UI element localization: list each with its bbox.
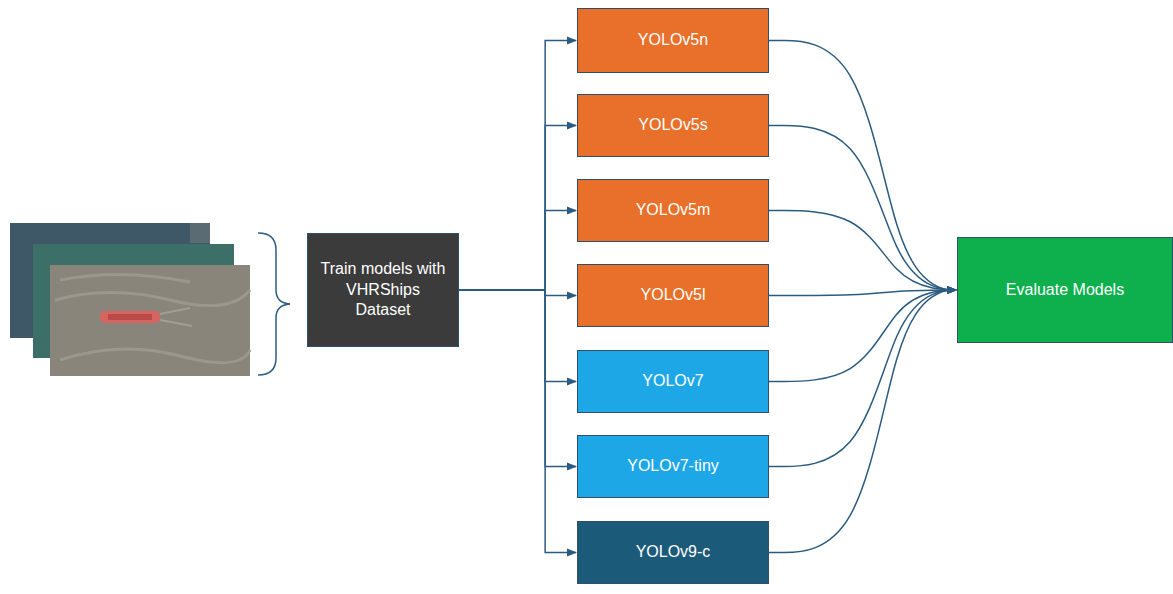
model-box: YOLOv5n (577, 8, 769, 73)
satellite-image (50, 265, 250, 376)
connector-arrow (459, 290, 576, 296)
ship-wake (160, 308, 192, 326)
model-box: YOLOv5l (577, 264, 769, 327)
connector-arrow (459, 211, 576, 291)
connector-arrow (769, 290, 956, 296)
model-box: YOLOv5m (577, 179, 769, 242)
ship-symbol (108, 314, 152, 320)
box-label: Evaluate Models (1006, 280, 1124, 301)
ship-symbol (100, 311, 160, 323)
connector-arrow (459, 290, 576, 467)
model-box: YOLOv7-tiny (577, 435, 769, 498)
connector-arrow (769, 290, 956, 467)
box-label: YOLOv5m (636, 200, 711, 221)
connector-arrow (769, 290, 956, 553)
connector-arrow (769, 211, 956, 291)
satellite-image (190, 223, 210, 243)
water-ripple (55, 274, 250, 362)
box-label: YOLOv5l (641, 285, 706, 306)
connector-arrow (769, 290, 956, 382)
connector-arrow (459, 41, 576, 291)
connector-arrow (769, 41, 956, 291)
model-box: YOLOv5s (577, 94, 769, 157)
model-box: YOLOv7 (577, 350, 769, 413)
box-label: Train models with VHRShips Dataset (318, 259, 448, 321)
box-label: YOLOv7 (642, 371, 703, 392)
box-label: YOLOv9-c (636, 542, 711, 563)
model-box: YOLOv9-c (577, 521, 769, 584)
connector-arrow (459, 290, 576, 382)
box-label: YOLOv5n (638, 30, 708, 51)
process-box: Train models with VHRShips Dataset (307, 233, 459, 347)
result-box: Evaluate Models (957, 237, 1173, 343)
connector-arrow (459, 290, 576, 553)
connector-arrow (459, 126, 576, 291)
connector-arrow (769, 126, 956, 291)
box-label: YOLOv5s (638, 115, 707, 136)
box-label: YOLOv7-tiny (627, 456, 719, 477)
bracket (258, 233, 290, 375)
